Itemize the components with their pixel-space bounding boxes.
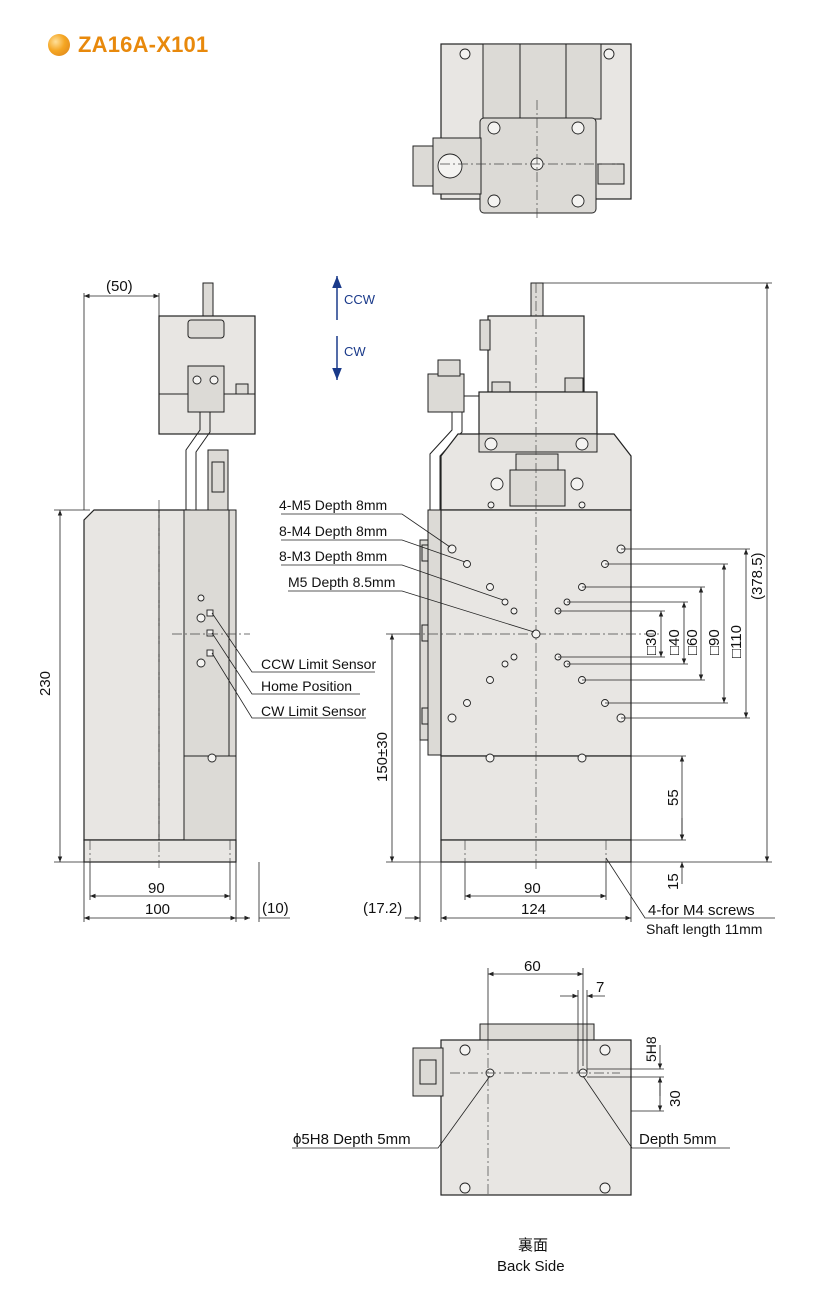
front-dim-124: 124	[521, 901, 546, 918]
side-view: CCW Limit Sensor Home Position CW Limit …	[37, 278, 376, 922]
sq30-label: □30	[643, 629, 660, 655]
direction-arrows: CCW CW	[332, 276, 376, 380]
ccw-limit-sensor-label: CCW Limit Sensor	[261, 656, 376, 672]
page-title: ZA16A-X101	[78, 32, 209, 57]
front-dim-90: 90	[524, 880, 541, 897]
back-view: 60 7 5H8 30 ϕ5H8 Depth 5mm Depth 5mm 裏面 …	[292, 958, 730, 1275]
hole-m5-label: 4-M5 Depth 8mm	[279, 497, 387, 513]
side-dim-90: 90	[148, 880, 165, 897]
hole-m4-label: 8-M4 Depth 8mm	[279, 523, 387, 539]
title-row: ZA16A-X101	[48, 30, 208, 60]
sq40-label: □40	[666, 629, 683, 655]
back-dim-60: 60	[524, 958, 541, 975]
side-dim-50: (50)	[106, 278, 133, 295]
depth-label: Depth 5mm	[639, 1131, 717, 1148]
sq90-label: □90	[706, 629, 723, 655]
top-view	[412, 43, 632, 220]
hole-center-label: M5 Depth 8.5mm	[288, 574, 395, 590]
dim-378-5: (378.5)	[749, 552, 766, 600]
back-dim-7: 7	[596, 979, 604, 996]
back-dim-5h8: 5H8	[643, 1036, 659, 1062]
dim-15: 15	[665, 873, 682, 890]
side-dim-230: 230	[37, 671, 54, 696]
ccw-label: CCW	[344, 292, 376, 307]
cw-label: CW	[344, 344, 366, 359]
front-dim-17-2: (17.2)	[363, 900, 402, 917]
title-bullet-icon	[48, 34, 70, 56]
side-dim-10: (10)	[262, 900, 289, 917]
screws-label: 4-for M4 screws	[648, 902, 755, 919]
back-dim-30: 30	[667, 1090, 684, 1107]
dim-55: 55	[665, 789, 682, 806]
front-view: 4-M5 Depth 8mm 8-M4 Depth 8mm 8-M3 Depth…	[279, 282, 775, 937]
home-position-label: Home Position	[261, 678, 352, 694]
dim-150-30: 150±30	[374, 732, 391, 782]
shaft-length-label: Shaft length 11mm	[646, 921, 762, 937]
hole-m3-label: 8-M3 Depth 8mm	[279, 548, 387, 564]
side-dim-100: 100	[145, 901, 170, 918]
pin-hole-label: ϕ5H8 Depth 5mm	[293, 1131, 411, 1148]
back-side-caption-en: Back Side	[497, 1258, 565, 1275]
sq110-label: □110	[728, 625, 745, 658]
sq60-label: □60	[684, 629, 701, 655]
cw-limit-sensor-label: CW Limit Sensor	[261, 703, 366, 719]
back-side-caption-cn: 裏面	[518, 1236, 548, 1254]
